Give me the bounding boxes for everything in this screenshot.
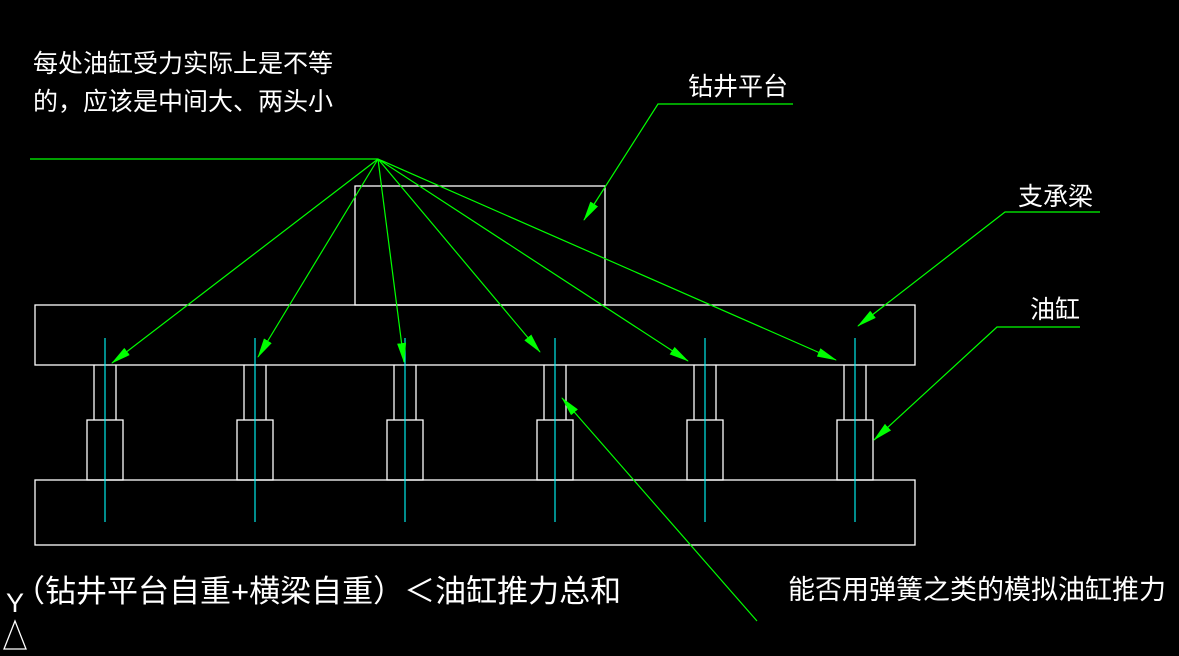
fan-leader-4	[377, 158, 541, 353]
fan-leader-5	[377, 158, 689, 362]
weight-formula: （钻井平台自重+横梁自重）＜油缸推力总和	[14, 574, 621, 609]
spring-note-leader	[561, 397, 758, 622]
platform-leader	[583, 103, 793, 221]
fan-leader-2	[257, 158, 379, 358]
force-note-line2: 的，应该是中间大、两头小	[33, 88, 333, 116]
structure-geometry	[34, 185, 916, 546]
beam-leader	[857, 211, 1100, 327]
ucs-y-axis-label: Y	[6, 588, 24, 618]
base-beam-outline	[34, 479, 916, 546]
fan-leader-1	[111, 158, 379, 364]
annotation-leaders	[30, 103, 1100, 622]
annotation-texts: 每处油缸受力实际上是不等 的，应该是中间大、两头小 钻井平台 支承梁 油缸 （钻…	[14, 50, 1166, 609]
fan-leader-3	[377, 158, 407, 363]
cylinder-label: 油缸	[1030, 296, 1080, 324]
platform-label: 钻井平台	[688, 73, 788, 101]
spring-note: 能否用弹簧之类的模拟油缸推力	[788, 575, 1166, 605]
ucs-triangle-icon	[3, 619, 27, 650]
cylinder-leader	[873, 326, 1080, 441]
ucs-icon: Y	[3, 588, 27, 650]
force-note-line1: 每处油缸受力实际上是不等	[33, 50, 333, 78]
support-beam-outline	[34, 304, 916, 366]
fan-leader-6	[377, 158, 837, 361]
cylinder-centerlines	[104, 338, 856, 522]
beam-label: 支承梁	[1018, 183, 1093, 211]
